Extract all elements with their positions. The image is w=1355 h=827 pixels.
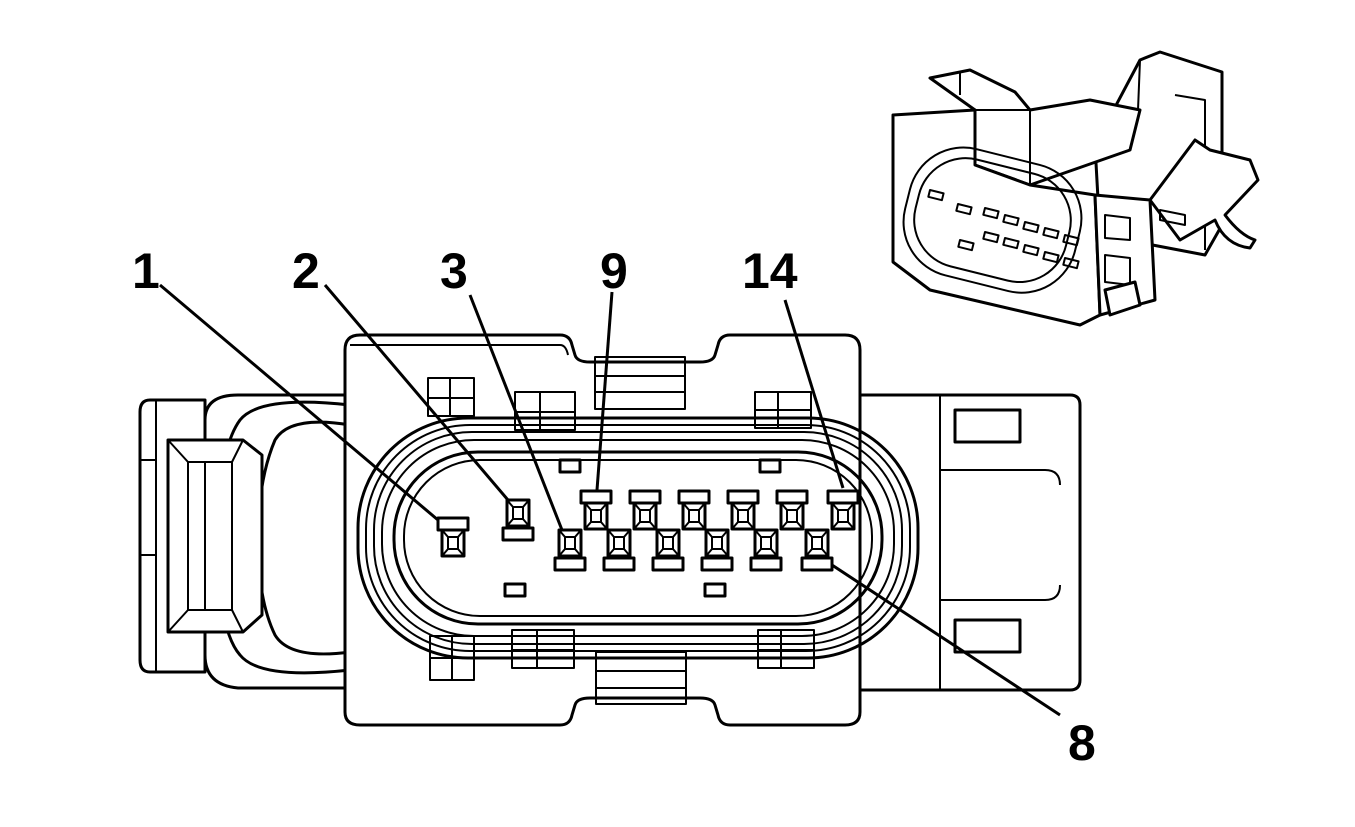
iso-pin: [1022, 221, 1040, 234]
callout-9: 9: [600, 243, 628, 299]
terminal-12: [726, 489, 760, 531]
iso-pin: [1042, 251, 1060, 264]
left-latch: [138, 393, 352, 690]
iso-pin: [1002, 214, 1020, 227]
callout-labels: 1 2 3 9 14 8: [132, 243, 1096, 771]
terminal-13: [775, 489, 809, 531]
iso-pin: [1062, 233, 1080, 247]
iso-pin: [1022, 244, 1040, 257]
iso-pin: [982, 207, 1000, 220]
connector-face-view: [138, 333, 1082, 727]
terminal-4: [602, 528, 636, 572]
terminal-3: [553, 528, 587, 572]
iso-pin: [1062, 257, 1080, 270]
leader-8: [831, 563, 1061, 717]
terminal-2: [501, 498, 535, 542]
iso-pin: [927, 189, 945, 202]
terminal-8: [800, 528, 834, 572]
terminal-10: [628, 489, 662, 531]
callout-3: 3: [440, 243, 468, 299]
callout-1: 1: [132, 243, 160, 299]
terminal-11: [677, 489, 711, 531]
iso-pin: [955, 203, 973, 216]
leader-3: [468, 294, 564, 531]
terminal-6: [700, 528, 734, 572]
seal-rings: [356, 416, 920, 660]
iso-pin: [1042, 226, 1060, 240]
connector-iso-view: [891, 50, 1260, 327]
terminal-7: [749, 528, 783, 572]
terminal-5: [651, 528, 685, 572]
terminal-14: [826, 489, 860, 531]
leader-14: [783, 299, 845, 489]
iso-pin: [1002, 237, 1020, 250]
terminal-9: [579, 489, 613, 531]
leader-2: [323, 284, 510, 501]
callout-14: 14: [742, 243, 798, 299]
iso-terminal-cavities: [927, 189, 1080, 270]
terminal-1: [436, 516, 470, 558]
callout-2: 2: [292, 243, 320, 299]
iso-pin: [982, 230, 1000, 244]
callout-leaders: [159, 283, 1061, 717]
right-tab: [853, 393, 1082, 692]
callout-8: 8: [1068, 715, 1096, 771]
iso-pin: [957, 238, 975, 252]
leader-9: [595, 291, 614, 491]
leader-1: [159, 283, 439, 522]
terminal-cavities: [436, 489, 860, 572]
